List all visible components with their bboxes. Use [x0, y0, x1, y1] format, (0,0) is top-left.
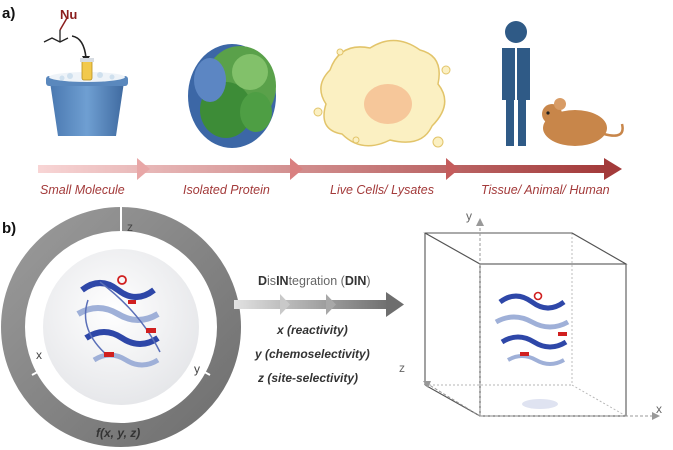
- small-molecule-icon: [43, 17, 90, 63]
- reaction-vessel-icon: [46, 58, 128, 136]
- din-part-6: ): [366, 274, 371, 288]
- panel-a-label: a): [2, 5, 16, 22]
- function-label: f(x, y, z): [96, 426, 141, 440]
- panel-b-label: b): [2, 220, 17, 237]
- live-cell-icon: [313, 39, 451, 148]
- din-title: DisINtegration (DIN): [258, 274, 371, 288]
- nucleophile-label: Nu: [60, 7, 78, 22]
- protein-structure-cube: [494, 291, 570, 409]
- cube-axis-z-label: z: [399, 361, 405, 375]
- ring-label-x: x: [36, 348, 42, 362]
- stage-label-tissue-animal-human: Tissue/ Animal/ Human: [481, 183, 610, 197]
- din-part-4: tegration (: [288, 274, 345, 288]
- stage-label-isolated-protein: Isolated Protein: [183, 183, 270, 197]
- axis-desc-z: z (site-selectivity): [258, 371, 359, 385]
- din-part-5: DIN: [344, 274, 367, 288]
- human-icon: [502, 21, 530, 146]
- cube-axis-x-label: x: [656, 402, 662, 416]
- stage-label-small-molecule: Small Molecule: [40, 183, 125, 197]
- mouse-icon: [542, 98, 624, 146]
- progression-arrow: [38, 158, 622, 180]
- din-part-3: IN: [276, 274, 289, 288]
- ring-label-y: y: [194, 362, 200, 376]
- cube-axes: [423, 218, 660, 420]
- axis-desc-y: y (chemoselectivity): [255, 347, 370, 361]
- axis-desc-x: x (reactivity): [277, 323, 348, 337]
- din-arrow: [234, 292, 404, 317]
- isolated-protein-icon: [188, 44, 276, 148]
- din-part-1: D: [258, 274, 268, 288]
- ring-label-z: z: [127, 220, 133, 234]
- protein-structure-ring: [76, 275, 161, 368]
- stage-label-live-cells: Live Cells/ Lysates: [330, 183, 434, 197]
- coordinate-cube: [423, 232, 628, 417]
- cube-axis-y-label: y: [466, 209, 472, 223]
- dimension-ring: [1, 207, 241, 447]
- din-part-2: is: [267, 274, 277, 288]
